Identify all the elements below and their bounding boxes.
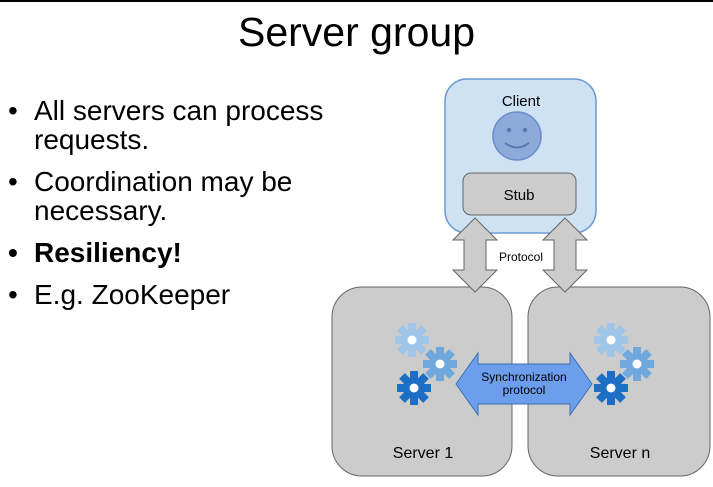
right-protocol-arrow (541, 217, 589, 293)
bullet-item: • All servers can process requests. (8, 96, 378, 154)
gear-icon (594, 323, 628, 357)
bullet-item: • Coordination may be necessary. (8, 167, 378, 225)
slide-title: Server group (237, 9, 475, 55)
gear-icon (423, 347, 457, 381)
synchronization-arrow (455, 351, 593, 417)
bullet-item: • E.g. ZooKeeper (8, 280, 378, 309)
bullet-dot: • (8, 95, 18, 126)
gear-icon (397, 371, 431, 405)
bullet-item: • Resiliency! (8, 238, 378, 267)
sync-label-line1: Synchronization (481, 370, 566, 384)
bullet-dot: • (8, 237, 18, 268)
bullet-dot: • (8, 279, 18, 310)
server-1-label: Server 1 (393, 445, 454, 462)
left-protocol-arrow (451, 217, 499, 293)
bullet-dot: • (8, 166, 18, 197)
stub-label: Stub (504, 187, 535, 204)
bullet-text: Coordination may be necessary. (34, 166, 293, 226)
bullet-text: Resiliency! (34, 237, 182, 268)
smiley-face-icon (492, 111, 542, 161)
bullet-text: E.g. ZooKeeper (34, 279, 231, 310)
top-rule (0, 0, 713, 2)
stub-box (462, 172, 577, 216)
gear-icon (594, 371, 628, 405)
bullet-text: All servers can process requests. (34, 95, 324, 155)
gear-icon (620, 347, 654, 381)
sync-label-line2: protocol (503, 383, 546, 397)
gear-icon (395, 323, 429, 357)
server-n-label: Server n (590, 445, 650, 462)
bullet-list: • All servers can process requests. • Co… (8, 96, 378, 322)
protocol-label: Protocol (499, 250, 543, 264)
client-label: Client (502, 93, 541, 110)
